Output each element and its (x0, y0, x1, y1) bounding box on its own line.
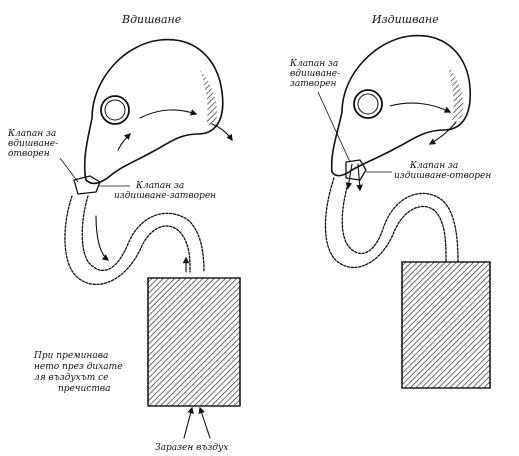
exhalation-filter-canister (402, 262, 490, 388)
exhalation-title: Издишване (371, 13, 439, 26)
inhalation-hose (65, 196, 204, 284)
mask-shading (200, 70, 217, 126)
valve-closed-label: Клапан за вдишване- затворен (289, 59, 343, 89)
valve-open-label: Клапан за издишване-отворен (394, 161, 491, 181)
airflow-arrow (118, 134, 130, 150)
airflow-arrow (390, 103, 450, 112)
exhalation-hose (325, 178, 458, 267)
incoming-air-arrow (184, 408, 192, 438)
valve-box (74, 176, 100, 194)
airflow-arrow (140, 110, 196, 118)
airflow-arrow (430, 122, 456, 144)
leader-line (318, 92, 350, 162)
eyepiece-inner (358, 94, 378, 114)
eyepiece-inner (105, 100, 125, 120)
exhaust-arrow (348, 164, 352, 188)
filter-note: При преминава нето през дихате ля въздух… (33, 351, 125, 394)
exhaust-arrow (358, 164, 360, 190)
hose-arrow (96, 216, 108, 260)
incoming-air-label: Заразен въздух (155, 443, 228, 453)
incoming-air-arrow (200, 408, 210, 438)
exhalation-panel: Издишване Клапан за вдишване- затворен (289, 13, 491, 388)
inhalation-mask (74, 40, 232, 194)
valve-box (346, 160, 366, 180)
valve-open-label: Клапан за вдишване- отворен (7, 129, 61, 159)
inhalation-panel: Вдишване (7, 13, 240, 453)
leader-line (60, 158, 78, 182)
inhalation-filter-canister (148, 278, 240, 438)
inhalation-title: Вдишване (121, 13, 182, 26)
valve-closed-label: Клапан за издишване-затворен (114, 181, 216, 201)
